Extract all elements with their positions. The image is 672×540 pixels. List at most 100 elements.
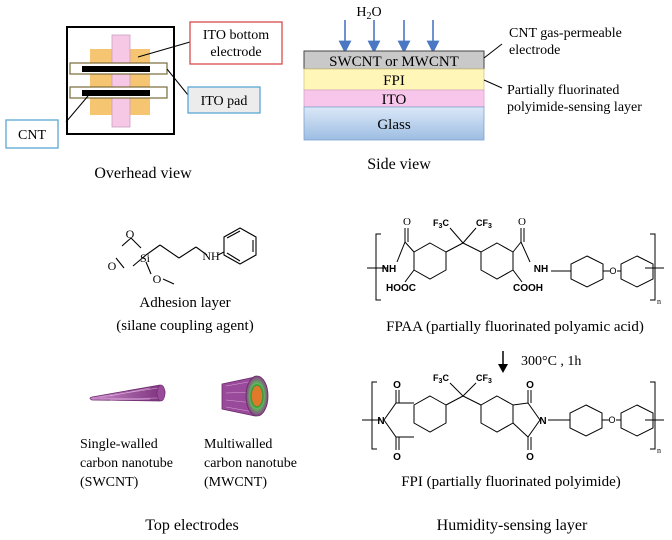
fpaa-nh-right: NH	[534, 264, 548, 275]
mwcnt-label-line2: carbon nanotube	[204, 456, 297, 471]
bond	[121, 237, 132, 247]
bond	[404, 241, 415, 253]
callout-line-ito-bottom	[137, 41, 191, 58]
fpi-o-3: O	[526, 380, 534, 391]
bond	[449, 382, 464, 397]
reaction-condition: 300°C , 1h	[521, 354, 581, 369]
fpi-n-right: N	[539, 416, 546, 427]
bond	[217, 251, 225, 256]
bond	[396, 241, 406, 263]
callout-line-ito-pad	[166, 68, 189, 96]
fpaa-o-2: O	[518, 216, 526, 228]
swcnt-label-line1: Single-walled	[80, 437, 158, 452]
adhesion-structure	[115, 227, 257, 285]
atom-nh: NH	[202, 249, 220, 263]
atom-si: Si	[140, 251, 151, 265]
fpaa-nh-left: NH	[382, 264, 396, 275]
mwcnt-illustration	[221, 375, 269, 417]
adhesion-caption-line1: Adhesion layer	[139, 295, 230, 311]
ito-bottom-strip	[111, 34, 131, 128]
layer-fpi-label: FPI	[383, 73, 405, 89]
mwcnt-label-line1: Multiwalled	[204, 437, 272, 452]
label-fpi-line1: Partially fluorinated	[507, 83, 619, 98]
atom-o-bottom: O	[153, 272, 162, 286]
cnt-strip-top	[82, 66, 150, 72]
fpi-ring-2	[480, 395, 514, 433]
label-ito-pad: ITO pad	[201, 94, 248, 109]
bond	[512, 241, 522, 253]
bond	[159, 244, 180, 259]
bond	[404, 269, 415, 283]
bond-cf3-left	[449, 227, 464, 244]
bond	[145, 244, 161, 256]
bond	[130, 237, 142, 249]
benzene-ring	[223, 227, 257, 265]
side-view: H2O SWCNT or MWCNT FPI ITO Glass CNT gas…	[303, 5, 642, 173]
fpi-caption: FPI (partially fluorinated polyimide)	[401, 474, 621, 490]
fpi-imide-left-hidden	[386, 404, 416, 437]
fpaa-ring-2	[480, 242, 514, 280]
bond	[162, 278, 175, 285]
callout-line-cnt	[65, 95, 89, 123]
bond	[462, 395, 482, 406]
bracket-left	[375, 233, 381, 301]
bond	[512, 269, 523, 283]
fpi-o-1: O	[393, 380, 401, 391]
label-cnt-electrode-line1: CNT gas-permeable	[509, 26, 622, 41]
swcnt-label-line3: (SWCNT)	[80, 475, 139, 490]
reaction-arrow-head	[498, 364, 508, 373]
fpi-cf3: CF3	[476, 373, 492, 385]
fpi-bracket-left	[371, 381, 377, 450]
bond	[195, 246, 208, 256]
bond	[178, 246, 197, 259]
fpi-ring-1	[413, 395, 447, 433]
mwcnt-label-line3: (MWCNT)	[204, 475, 267, 490]
label-ito-bottom-line1: ITO bottom	[203, 28, 269, 43]
fpi-ring-3	[569, 404, 603, 437]
fpaa-cf3: CF3	[476, 218, 492, 230]
bond	[145, 261, 152, 275]
fpi-o-4: O	[526, 452, 534, 463]
label-cnt-electrode-line2: electrode	[509, 43, 560, 58]
fpaa-hooc: HOOC	[386, 283, 416, 294]
bond	[226, 252, 241, 262]
bond	[132, 254, 147, 267]
layer-glass-label: Glass	[377, 117, 410, 133]
label-fpi-line2: polyimide-sensing layer	[507, 100, 642, 115]
layer-ito-label: ITO	[382, 92, 407, 108]
atom-o-left: O	[108, 259, 117, 273]
fpi-n-left: N	[377, 416, 384, 427]
fpi-structure	[362, 381, 664, 450]
swcnt-end	[156, 384, 166, 402]
adhesion-caption-line2: (silane coupling agent)	[116, 318, 253, 334]
fpaa-structure	[367, 227, 664, 301]
layer-glass	[303, 106, 485, 141]
fpaa-ring-1	[413, 242, 447, 280]
fpi-bracket-right	[650, 381, 656, 450]
side-caption: Side view	[367, 156, 431, 173]
callout-box-ito-pad	[187, 86, 261, 114]
bond	[445, 395, 464, 406]
mwcnt-lattice	[225, 380, 255, 413]
fpaa-ring-3	[570, 255, 604, 288]
reaction-step: 300°C , 1h	[498, 351, 581, 373]
bracket-right	[650, 233, 656, 301]
fpaa-repeat-n: n	[657, 297, 661, 306]
side-callout-line-cnt	[483, 43, 503, 59]
bond	[462, 242, 482, 253]
bond	[226, 230, 241, 239]
fpi-ether-o: O	[608, 415, 615, 425]
side-callout-line-fpi	[483, 79, 503, 89]
cnt-strip-bottom	[82, 90, 150, 96]
humidity-caption: Humidity-sensing layer	[437, 517, 588, 534]
fpi-imide-right-bottom	[512, 419, 541, 438]
fpaa-ring-4	[620, 255, 654, 288]
fpi-imide-left-bottom	[383, 419, 414, 438]
fpaa-atoms: O O NH NH HOOC COOH F3C CF3 O n FPAA (pa…	[382, 216, 661, 335]
nanotube-labels: Single-walled carbon nanotube (SWCNT) Mu…	[80, 437, 297, 534]
fpaa-cooh: COOH	[513, 283, 543, 294]
swcnt-illustration	[89, 384, 166, 402]
adhesion-atoms: O O O Si NH Adhesion layer (silane coupl…	[108, 227, 254, 334]
top-electrodes-caption: Top electrodes	[145, 517, 239, 534]
